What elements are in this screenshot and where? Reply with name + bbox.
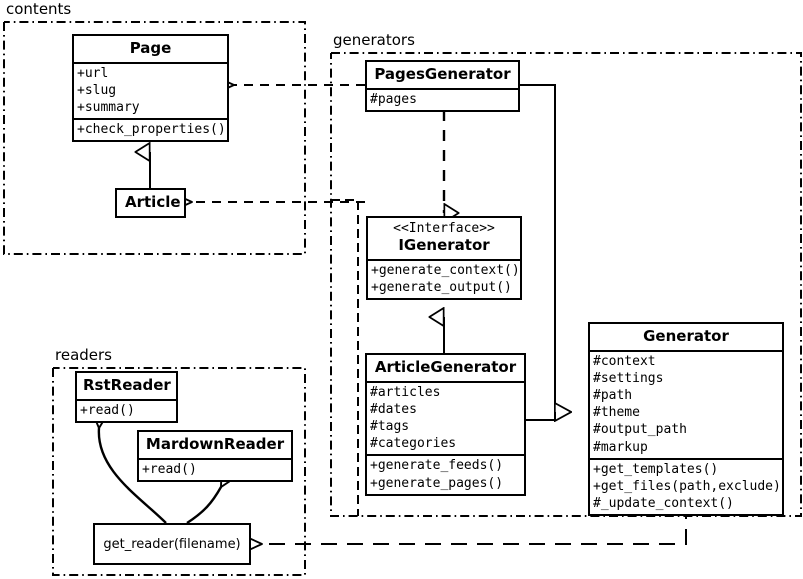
class-generator-attribute: #path (593, 388, 633, 404)
class-generator-title: Generator (643, 327, 729, 345)
package-label-generators: generators (333, 31, 415, 49)
class-mardownreader-methods: +read() (139, 457, 291, 480)
class-articlegenerator-attribute: #dates (370, 401, 417, 417)
class-generator-attributes: #context #settings #path #theme #output_… (590, 349, 782, 458)
package-border-readers (52, 367, 306, 576)
class-articlegenerator-methods: +generate_feeds() +generate_pages() (367, 454, 524, 493)
class-pagesgenerator-attributes: #pages (367, 87, 518, 110)
class-generator-attribute: #markup (593, 439, 648, 455)
class-articlegenerator-attribute: #tags (370, 419, 410, 435)
class-mardownreader-title: MardownReader (145, 435, 285, 453)
class-page-attributes: +url +slug +summary (74, 61, 227, 118)
class-pagesgenerator[interactable]: PagesGenerator #pages (365, 60, 520, 112)
class-articlegenerator-method: +generate_feeds() (370, 458, 504, 474)
function-node-get-reader[interactable]: get_reader(filename) (93, 523, 251, 565)
class-generator-attribute: #context (593, 353, 656, 369)
class-article-title: Article (125, 193, 181, 211)
class-articlegenerator-method: +generate_pages() (370, 475, 504, 491)
edge-articlegenerator-aggregates-generator (526, 412, 556, 421)
class-page[interactable]: Page +url +slug +summary +check_properti… (72, 34, 229, 143)
class-igenerator-method: +generate_context() (371, 262, 520, 278)
class-rstreader-methods: +read() (77, 398, 176, 421)
class-page-attribute: +url (77, 65, 109, 81)
class-page-attribute: +slug (77, 82, 117, 98)
package-border-contents (3, 21, 306, 255)
package-border-generators (330, 52, 802, 517)
edge-get_reader-creates-mardownreader (186, 487, 221, 525)
class-igenerator-method: +generate_output() (371, 279, 512, 295)
class-articlegenerator[interactable]: ArticleGenerator #articles #dates #tags … (365, 353, 526, 496)
class-mardownreader[interactable]: MardownReader +read() (137, 430, 293, 482)
class-articlegenerator-title: ArticleGenerator (374, 358, 517, 376)
class-generator-method: #_update_context() (593, 496, 734, 512)
class-rstreader-title: RstReader (83, 376, 171, 394)
class-generator-attribute: #settings (593, 370, 664, 386)
class-generator-method: +get_files(path,exclude) (593, 478, 781, 494)
class-generator-method: +get_templates() (593, 461, 719, 477)
class-rstreader[interactable]: RstReader +read() (75, 371, 178, 423)
class-generator-attribute: #output_path (593, 422, 687, 438)
class-pagesgenerator-attribute: #pages (370, 91, 417, 107)
class-generator[interactable]: Generator #context #settings #path #them… (588, 322, 784, 517)
class-igenerator-name: IGenerator (398, 235, 490, 254)
class-pagesgenerator-title: PagesGenerator (374, 65, 511, 83)
class-page-attribute: +summary (77, 100, 140, 116)
class-generator-attribute: #theme (593, 405, 640, 421)
class-generator-methods: +get_templates() +get_files(path,exclude… (590, 457, 782, 514)
package-label-contents: contents (6, 0, 72, 18)
class-rstreader-method: +read() (80, 402, 135, 418)
package-label-readers: readers (55, 346, 112, 364)
edge-get_reader-creates-rstreader (99, 428, 167, 524)
class-igenerator-methods: +generate_context() +generate_output() (368, 258, 520, 298)
class-articlegenerator-attributes: #articles #dates #tags #categories (367, 380, 524, 455)
class-page-title: Page (129, 39, 172, 57)
class-articlegenerator-attribute: #articles (370, 384, 441, 400)
class-articlegenerator-attribute: #categories (370, 436, 457, 452)
class-igenerator-title: <<Interface>> IGenerator (368, 218, 520, 259)
edge-generator-uses-get_reader (262, 503, 687, 544)
class-igenerator[interactable]: <<Interface>> IGenerator +generate_conte… (366, 216, 522, 301)
class-mardownreader-method: +read() (142, 461, 197, 477)
class-page-method: +check_properties() (77, 122, 226, 138)
edge-pagesgenerator-aggregates-generator (520, 84, 571, 412)
class-page-methods: +check_properties() (74, 118, 227, 140)
class-igenerator-stereotype: <<Interface>> (393, 221, 495, 236)
class-article[interactable]: Article (115, 188, 186, 218)
